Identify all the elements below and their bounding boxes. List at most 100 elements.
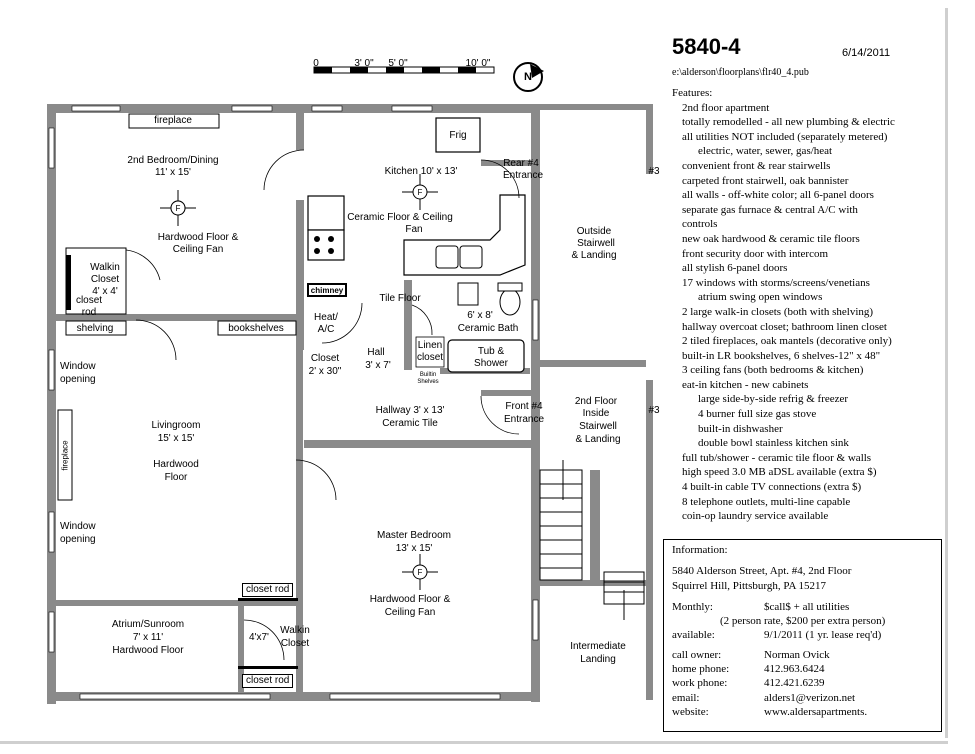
outside-stairwell: Stairwell bbox=[577, 238, 615, 249]
hall-size: 3' x 7' bbox=[365, 360, 391, 371]
kitchen-fixtures bbox=[307, 117, 526, 297]
feature-item: large side-by-side refrig & freezer bbox=[698, 393, 849, 406]
work-phone-value: 412.421.6239 bbox=[764, 677, 825, 689]
living-floor: Hardwood bbox=[153, 459, 199, 470]
tub-label: Tub & bbox=[477, 346, 505, 357]
website-value[interactable]: www.aldersapartments. bbox=[764, 706, 868, 718]
master-floor: Hardwood Floor & bbox=[369, 594, 451, 605]
feature-item: 4 burner full size gas stove bbox=[698, 408, 817, 421]
atrium-name: Atrium/Sunroom bbox=[111, 619, 185, 630]
outside-stairwell: Outside bbox=[576, 226, 612, 237]
owner-label: call owner: bbox=[672, 649, 722, 661]
feature-item: front security door with intercom bbox=[682, 247, 829, 260]
scale-label: 10' 0" bbox=[465, 58, 491, 69]
living-size: 15' x 15' bbox=[157, 433, 195, 444]
scale-label: 3' 0" bbox=[354, 58, 374, 69]
feature-item: full tub/shower - ceramic tile floor & w… bbox=[682, 451, 872, 464]
inside-stairwell: Inside bbox=[582, 408, 610, 419]
bath-name: Ceramic Bath bbox=[457, 323, 519, 334]
outer-walls bbox=[47, 104, 653, 704]
door-swings bbox=[135, 149, 520, 661]
walkin2-size: 4'x7' bbox=[249, 632, 269, 643]
feature-item: 4 built-in cable TV connections (extra $… bbox=[682, 481, 862, 494]
bedroom2-floor: Hardwood Floor & bbox=[157, 232, 239, 243]
stairs bbox=[539, 460, 645, 620]
feature-item: 2nd floor apartment bbox=[682, 101, 770, 114]
hall-label: Hall bbox=[367, 347, 385, 358]
builtin-shelves: Builtin bbox=[419, 372, 437, 378]
feature-item: eat-in kitchen - new cabinets bbox=[682, 378, 809, 391]
closet-rod-label: rod bbox=[81, 307, 97, 318]
rear-entrance: Rear #4 bbox=[503, 158, 539, 169]
feature-item: new oak hardwood & ceramic tile floors bbox=[682, 232, 860, 245]
work-phone-label: work phone: bbox=[672, 677, 728, 689]
available-value: 9/1/2011 (1 yr. lease req'd) bbox=[764, 629, 882, 641]
home-phone-label: home phone: bbox=[672, 663, 730, 675]
heat-label: Heat/ bbox=[314, 312, 338, 323]
master-size: 13' x 15' bbox=[395, 543, 433, 554]
walkin-closet-outline bbox=[65, 247, 161, 315]
tile-floor-label: Tile Floor bbox=[379, 293, 421, 304]
heat-label: A/C bbox=[317, 324, 335, 335]
hallway-tile: Ceramic Tile bbox=[382, 418, 438, 429]
email-label: email: bbox=[672, 692, 700, 704]
feature-item: separate gas furnace & central A/C with bbox=[682, 203, 858, 216]
atrium-size: 7' x 11' bbox=[132, 632, 164, 643]
website-label: website: bbox=[672, 706, 709, 718]
closet-rod-label: closet rod bbox=[242, 674, 294, 688]
closet-size: 2' x 30" bbox=[308, 366, 342, 377]
walkin-label: Walkin bbox=[90, 262, 120, 273]
scale-label: 5' 0" bbox=[388, 58, 408, 69]
feature-item: built-in dishwasher bbox=[698, 422, 783, 435]
bedroom2-fan: Ceiling Fan bbox=[172, 244, 224, 255]
hallway-label: Hallway 3' x 13' bbox=[375, 405, 445, 416]
closet-rod-label: closet bbox=[75, 295, 103, 306]
fan-letter: F bbox=[417, 568, 423, 577]
feature-item: atrium swing open windows bbox=[698, 291, 823, 304]
window-openings bbox=[48, 105, 539, 700]
feature-item: 3 ceiling fans (both bedrooms & kitchen) bbox=[682, 364, 864, 377]
feature-item: high speed 3.0 MB aDSL available (extra … bbox=[682, 466, 877, 479]
file-path: e:\alderson\floorplans\flr40_4.pub bbox=[672, 67, 809, 78]
window-label: opening bbox=[60, 374, 96, 385]
inside-stairwell: 2nd Floor bbox=[574, 396, 618, 407]
fireplace-label: fireplace bbox=[154, 115, 192, 126]
feature-item: convenient front & rear stairwells bbox=[682, 159, 831, 172]
kitchen-floor: Ceramic Floor & Ceiling bbox=[347, 212, 453, 223]
page-shadow-right bbox=[945, 8, 948, 738]
inside-stairwell: & Landing bbox=[575, 434, 621, 445]
rear-entrance: Entrance bbox=[502, 170, 544, 181]
living-floor: Floor bbox=[164, 472, 188, 483]
fan-letter: F bbox=[417, 188, 423, 197]
front-entrance: Entrance bbox=[503, 414, 545, 425]
feature-item: 2 tiled fireplaces, oak mantels (decorat… bbox=[682, 335, 892, 348]
outside-stairwell: & Landing bbox=[571, 250, 617, 261]
home-phone-value: 412.963.6424 bbox=[764, 663, 825, 675]
master-fan: Ceiling Fan bbox=[384, 607, 436, 618]
fireplace-side-label: fireplace bbox=[60, 440, 70, 471]
chimney-label: chimney bbox=[310, 286, 344, 295]
email-value[interactable]: alders1@verizon.net bbox=[764, 692, 856, 704]
builtin-shelves: Shelves bbox=[417, 379, 439, 385]
walkin2-label: Walkin bbox=[280, 625, 310, 636]
info-heading: Information: bbox=[672, 544, 728, 556]
address-line: 5840 Alderson Street, Apt. #4, 2nd Floor bbox=[672, 565, 852, 577]
kitchen-fan: Fan bbox=[405, 224, 423, 235]
north-letter: N bbox=[524, 71, 532, 83]
bookshelves-label: bookshelves bbox=[228, 323, 284, 334]
window-label: Window bbox=[60, 521, 96, 532]
fan-letter: F bbox=[175, 204, 181, 213]
feature-item: built-in LR bookshelves, 6 shelves-12" x… bbox=[682, 349, 881, 362]
feature-item: 8 telephone outlets, multi-line capable bbox=[682, 495, 851, 508]
feature-item: electric, water, sewer, gas/heat bbox=[698, 145, 833, 158]
ceiling-fan-icon bbox=[402, 554, 438, 590]
ceiling-fan-icon bbox=[402, 174, 438, 210]
scale-bar bbox=[313, 66, 495, 74]
monthly-label: Monthly: bbox=[672, 601, 713, 613]
linen-closet: closet bbox=[416, 352, 444, 363]
feature-item: totally remodelled - all new plumbing & … bbox=[682, 116, 895, 129]
bath-size: 6' x 8' bbox=[467, 310, 493, 321]
walkin-size: 4' x 4' bbox=[92, 286, 118, 297]
walkin2-label: Closet bbox=[280, 638, 310, 649]
